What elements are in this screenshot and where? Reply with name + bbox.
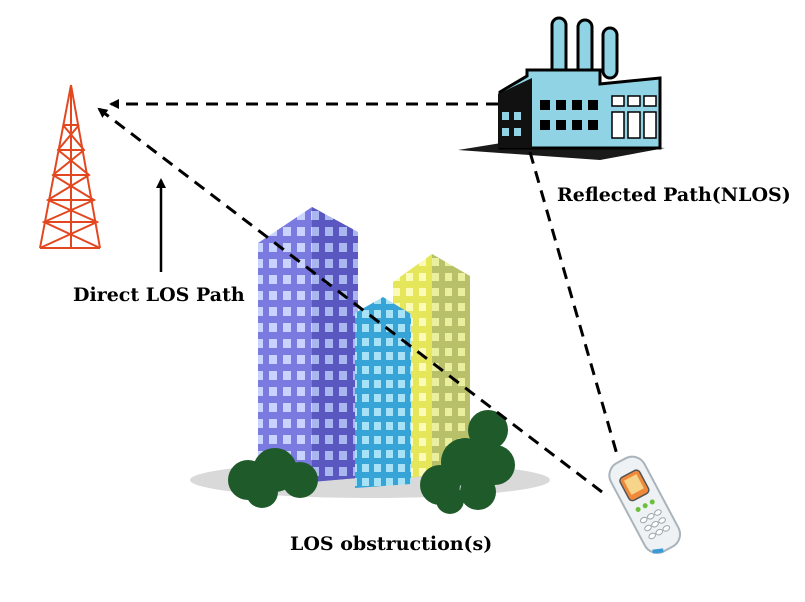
reflected-path-label: Reflected Path(NLOS) xyxy=(557,184,791,206)
office-buildings-icon xyxy=(190,207,550,514)
direct-los-path-label: Direct LOS Path xyxy=(73,284,245,306)
direct-path xyxy=(97,107,603,494)
radio-tower-icon xyxy=(39,84,101,249)
factory-icon xyxy=(458,16,665,160)
reflected-path-lower xyxy=(528,151,620,459)
mobile-phone-icon xyxy=(608,455,682,554)
los-obstruction-label: LOS obstruction(s) xyxy=(290,533,493,555)
signal-paths xyxy=(97,99,620,494)
trees-icon xyxy=(228,410,515,514)
